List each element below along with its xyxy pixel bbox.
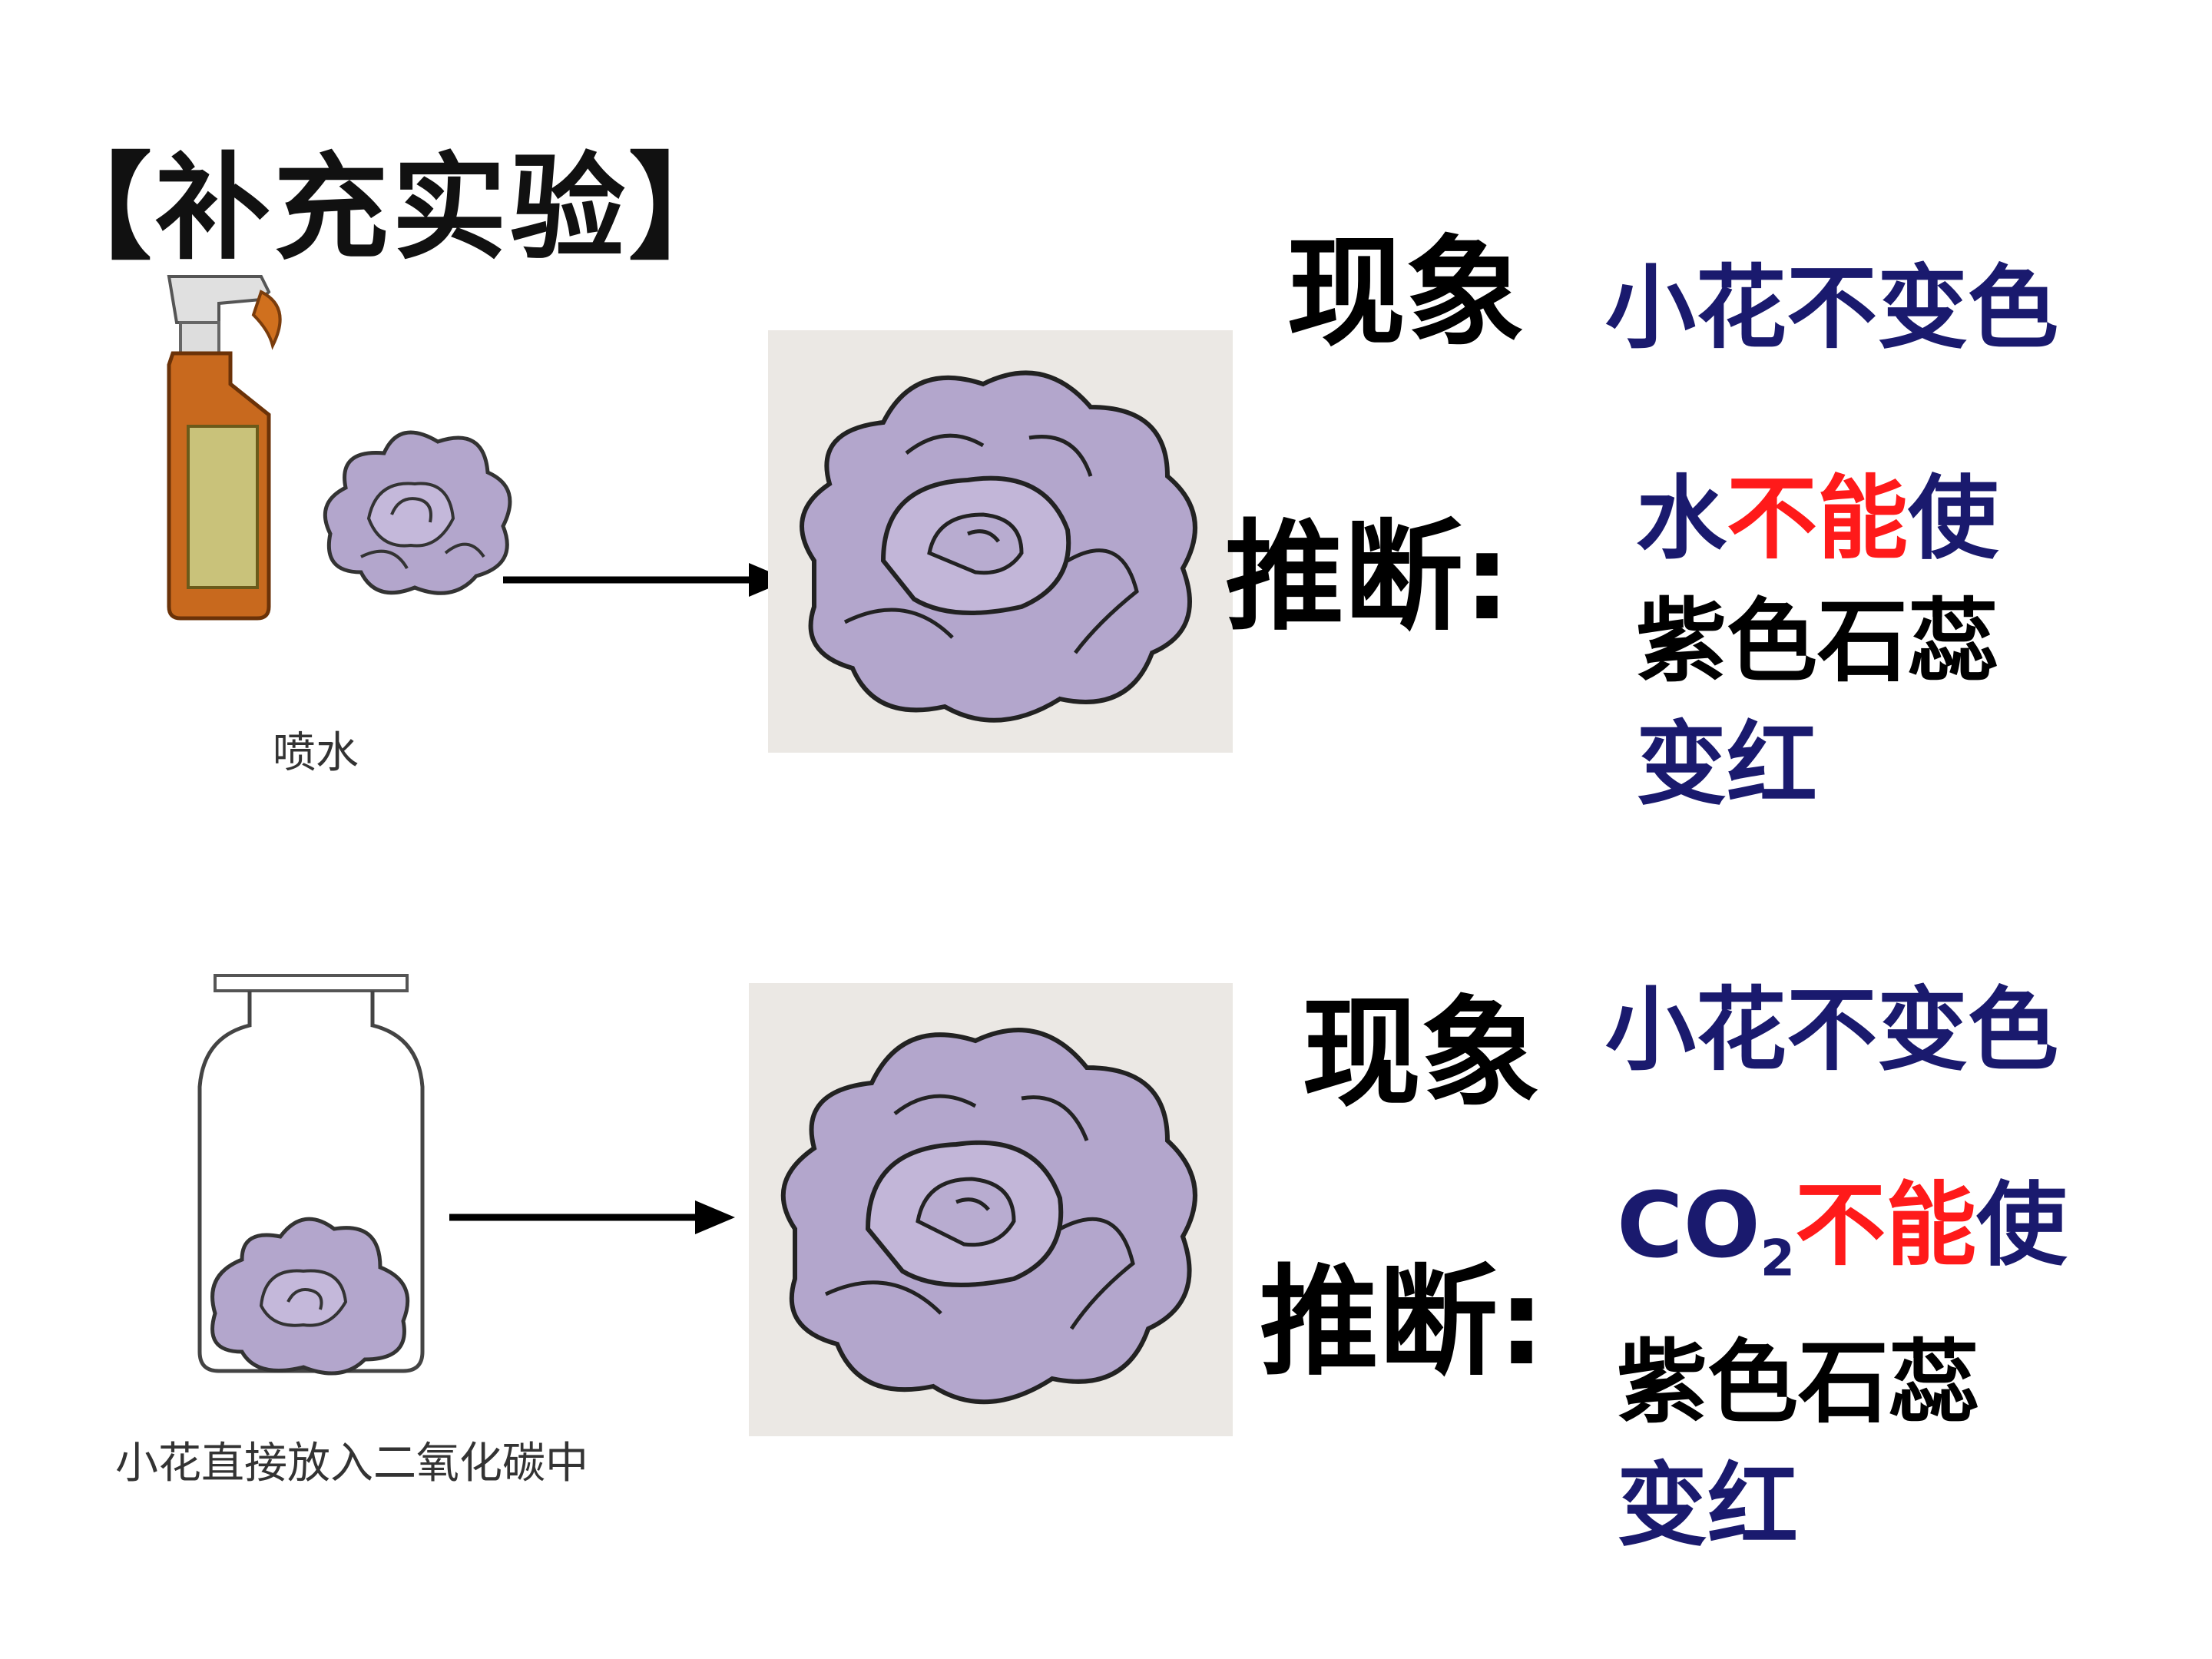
spray-bottle-icon: [167, 275, 282, 621]
observation-text: 小花不变色: [1605, 255, 2059, 361]
inference-line3: 变红: [1617, 1452, 1799, 1558]
large-flower-icon: [780, 1028, 1197, 1405]
small-flower-icon: [323, 430, 512, 595]
co-text: CO: [1617, 1172, 1760, 1278]
observation-text: 小花不变色: [1605, 977, 2059, 1083]
result-flower-photo: [749, 983, 1233, 1436]
inference-line3: 变红: [1636, 711, 1818, 817]
inference-cannot: 不能: [1795, 1172, 1977, 1278]
inference-make: 使: [1908, 465, 1999, 571]
inference-subject: 水: [1636, 465, 1727, 571]
observation-label: 现象: [1286, 224, 1525, 363]
caption-spray-water: 喷水: [273, 728, 359, 778]
jar-icon: [197, 974, 425, 1376]
inference-label: 推断:: [1260, 1253, 1545, 1392]
inference-make: 使: [1976, 1172, 2068, 1278]
inference-label: 推断:: [1225, 508, 1511, 647]
flower-in-jar-icon: [210, 1217, 410, 1376]
inference-text: 水不能使 紫色石蕊 变红: [1636, 457, 1998, 826]
inference-cannot: 不能: [1727, 465, 1909, 571]
subscript-2: 2: [1760, 1230, 1796, 1288]
observation-label: 现象: [1302, 984, 1540, 1123]
large-flower-icon: [800, 370, 1197, 723]
arrow-icon: [449, 1200, 735, 1234]
inference-text: CO2不能使 紫色石蕊 变红: [1617, 1164, 2067, 1567]
result-flower-photo: [768, 330, 1233, 753]
inference-co2: CO2: [1617, 1172, 1795, 1288]
inference-line2: 紫色石蕊: [1636, 588, 1999, 694]
inference-line2: 紫色石蕊: [1617, 1329, 1980, 1435]
arrow-icon: [503, 563, 789, 597]
caption-co2-jar: 小花直接放入二氧化碳中: [115, 1439, 588, 1488]
page-title: 【补充实验】: [37, 142, 747, 276]
